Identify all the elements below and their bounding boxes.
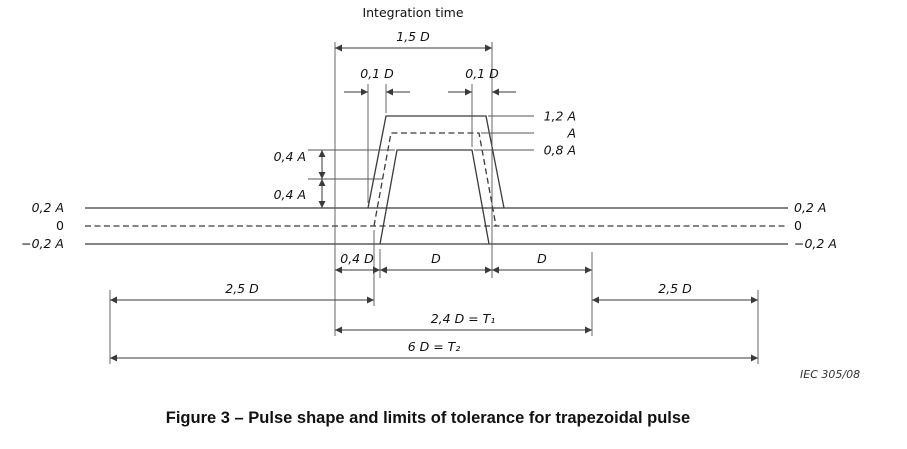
dim-row-2-5d: 2,5 D 2,5 D <box>110 281 758 304</box>
level-0-8a-label: 0,8 A <box>544 143 576 158</box>
dim-t1-label: 2,4 D = T₁ <box>431 311 496 326</box>
dim-0-1d-left-label: 0,1 D <box>360 66 394 81</box>
axis-right-zero: 0 <box>794 218 802 233</box>
amplitude-level-labels: 1,2 A A 0,8 A <box>474 109 576 158</box>
dim-row-t1: 2,4 D = T₁ <box>335 311 592 334</box>
axis-right-plus-0-2a: 0,2 A <box>794 200 826 215</box>
dim-1-5d-label: 1,5 D <box>396 29 430 44</box>
amplitude-step-dimensions: 0,4 A 0,4 A <box>274 149 395 208</box>
level-a-label: A <box>566 126 576 141</box>
nominal-pulse-curve <box>373 132 497 227</box>
level-1-2a-label: 1,2 A <box>544 109 576 124</box>
dim-t2-label: 6 D = T₂ <box>408 339 461 354</box>
dim-2-5d-right-label: 2,5 D <box>658 281 692 296</box>
dim-0-1d-right-label: 0,1 D <box>465 66 499 81</box>
upper-tolerance-limit-curve <box>367 115 505 209</box>
integration-time-dimension: Integration time 1,5 D <box>335 5 492 52</box>
dim-0-4a-lower-label: 0,4 A <box>274 187 306 202</box>
dim-d-second-label: D <box>537 251 547 266</box>
baseline-tolerance-band <box>85 207 788 245</box>
dim-row-durations: 0,4 D D D <box>335 251 592 274</box>
axis-right-minus-0-2a: −0,2 A <box>794 236 837 251</box>
lower-tolerance-limit-curve <box>379 149 490 245</box>
axis-left-minus-0-2a: −0,2 A <box>21 236 64 251</box>
dim-d-first-label: D <box>431 251 441 266</box>
pulse-envelope <box>367 115 505 245</box>
iec-source-reference: IEC 305/08 <box>800 368 860 381</box>
axis-left-plus-0-2a: 0,2 A <box>32 200 64 215</box>
dim-0-1d-right: 0,1 D <box>448 66 516 96</box>
dim-0-4d-label: 0,4 D <box>340 251 374 266</box>
figure-caption: Figure 3 – Pulse shape and limits of tol… <box>166 409 690 427</box>
dim-row-t2: 6 D = T₂ <box>110 339 758 362</box>
axis-labels-left: 0,2 A 0 −0,2 A <box>21 200 64 251</box>
dim-2-5d-left-label: 2,5 D <box>225 281 259 296</box>
dim-0-4a-upper-label: 0,4 A <box>274 149 306 164</box>
integration-time-label: Integration time <box>362 5 463 20</box>
axis-left-zero: 0 <box>56 218 64 233</box>
dim-0-1d-left: 0,1 D <box>344 66 410 96</box>
axis-labels-right: 0,2 A 0 −0,2 A <box>794 200 837 251</box>
